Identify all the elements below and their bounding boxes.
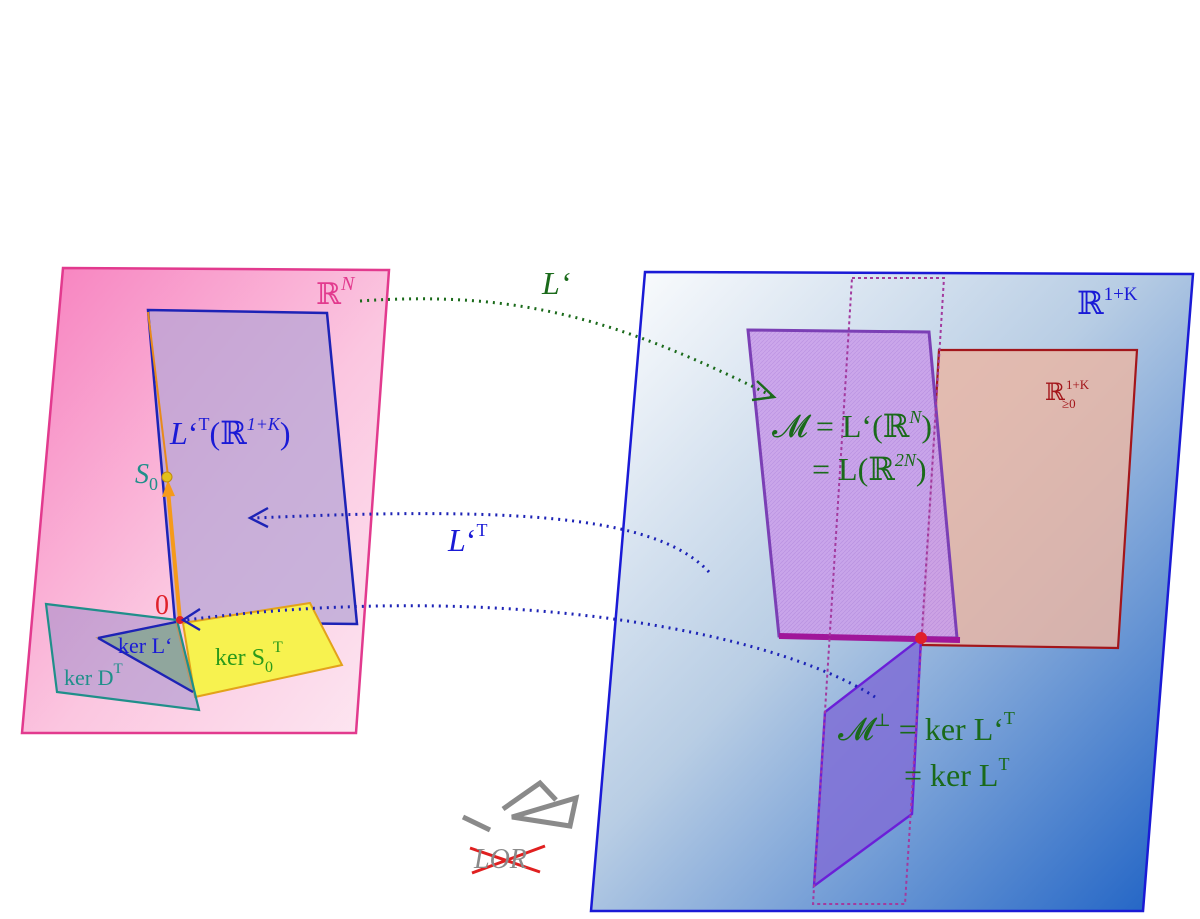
- label-LT-arrow: L‘T: [447, 520, 487, 558]
- label-image-LT: L‘T(ℝ1+K): [169, 414, 291, 451]
- label-ker-D: ker DT: [64, 661, 123, 690]
- label-zero: 0: [155, 590, 169, 621]
- label-ker-S0: ker S0T: [215, 639, 283, 676]
- dashed-strip: [811, 277, 946, 905]
- S0-vector-arrow: [161, 471, 182, 621]
- label-Mperp-line1: 𝓜⊥ = ker L‘T: [838, 708, 1015, 747]
- label-positive-orthant: ℝ1+K: [1045, 377, 1090, 406]
- label-rN: ℝN: [316, 273, 356, 311]
- image-region-LT: [146, 308, 359, 626]
- label-positive-orthant-sub: ≥0: [1062, 396, 1076, 411]
- arrow-LT-lower: [180, 604, 876, 699]
- arrow-Lprime: [359, 297, 777, 402]
- label-S0: S0: [135, 459, 158, 494]
- lor-crossed-icon: [461, 779, 580, 875]
- label-M-line1: 𝓜 = L‘(ℝN): [772, 407, 932, 444]
- manifold-base-edge: [778, 633, 961, 643]
- S0-point: [161, 471, 173, 483]
- label-Mperp-line2: = ker LT: [904, 754, 1009, 793]
- origin-point-right: [915, 632, 927, 644]
- arrow-LT-upper: [247, 506, 711, 574]
- ker-S0-region: [181, 601, 344, 699]
- label-ker-Lprime: ker L‘: [118, 633, 172, 658]
- label-M-line2: = L(ℝ2N): [812, 450, 927, 487]
- origin-point-left: [176, 616, 184, 624]
- label-r1K: ℝ1+K: [1077, 284, 1138, 321]
- label-lor: LOR: [473, 844, 527, 875]
- label-Lprime: L‘: [541, 265, 570, 301]
- ker-D-region: [44, 602, 201, 712]
